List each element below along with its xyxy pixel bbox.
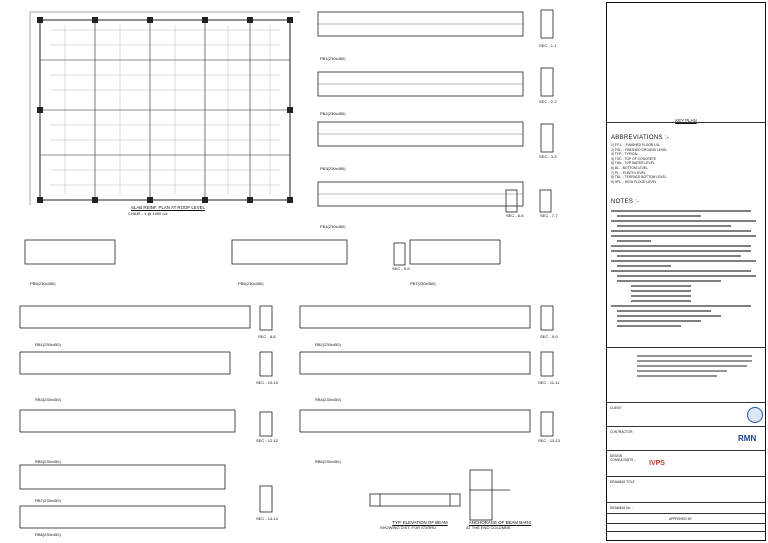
beam-title-b14: RB7(230x450): [35, 498, 61, 503]
section-label-s1: SEC - 1-1: [539, 43, 557, 48]
beam-title-b10: RB3(230x450): [35, 397, 61, 402]
beam-elevations: [19, 11, 531, 529]
abbreviation-item: 4) TOC - TOP OF CONCRETE: [611, 156, 657, 161]
section-label-s2: SEC - 2-2: [539, 99, 557, 104]
beam-title-b13: RB6(230x450): [315, 459, 341, 464]
drawing-title-label: DRAWING TITLE :: [610, 480, 635, 489]
beam-title-b2: PB2(230x450): [320, 111, 346, 116]
scale-row: [607, 532, 765, 540]
section-label-s6: SEC - 6-6: [506, 213, 524, 218]
abbreviation-item: 5) TWL - TOP WATER LEVEL: [611, 161, 655, 166]
section-label-s3: SEC - 3-3: [539, 154, 557, 159]
typ-elevation-title: TYP. ELEVATION OF BEAM: [392, 520, 448, 525]
approval-cell: APPROVED BY: [607, 514, 765, 524]
typ-elevation-subtitle: SHOWING DIST. FOR STIRRU: [380, 525, 436, 530]
section-label-s10: SEC - 10-10: [256, 380, 279, 385]
beam-title-b15: RB8(230x450): [35, 532, 61, 537]
notes-heading: NOTES :-: [611, 199, 640, 205]
consultant-cell: DESIGN CONSULTANTS : IVPS: [607, 451, 765, 477]
typical-details: [369, 469, 510, 521]
section-label-s9b: SEC - 9-9: [540, 334, 558, 339]
plan-note: CHAIR - 1 @ 1000 c/c: [128, 211, 168, 216]
abbreviations-heading: ABBREVIATIONS :-: [611, 135, 670, 141]
beam-title-b8: RB1(230x450): [35, 342, 61, 347]
beam-title-b6: PB6(230x450): [238, 281, 264, 286]
approved-by-label: APPROVED BY: [669, 517, 692, 521]
client-emblem: [747, 407, 763, 423]
beam-title-b3: PB3(230x450): [320, 166, 346, 171]
client-cell: CLIENT: [607, 403, 765, 427]
contractor-logo: RMN: [738, 434, 757, 443]
beam-title-b11: RB4(230x450): [315, 397, 341, 402]
abbreviation-item: 1) F.F.L. - FINISHED FLOOR LVL: [611, 143, 660, 147]
beam-title-b5: PB5(230x450): [30, 281, 56, 286]
consultant-logo: IVPS: [649, 460, 665, 467]
plan-title: SLAB REINF. PLAN AT ROOF LEVEL: [130, 205, 205, 210]
client-label: CLIENT: [610, 406, 622, 410]
drawing-number-cell: DRAWING No. :: [607, 503, 765, 514]
section-label-s7: SEC - 7-7: [540, 213, 558, 218]
project-cell: [607, 347, 765, 403]
contractor-label: CONTRACTOR :: [610, 430, 635, 434]
notes-text-lines: [611, 210, 756, 327]
abbreviation-item: 9) HFL. - HIGH FLOOD LEVEL: [611, 179, 657, 184]
drawing-title-cell: DRAWING TITLE :: [607, 477, 765, 503]
abbreviation-item: 3) TYP. - TYPICAL: [611, 152, 639, 157]
abbreviation-item: 6) BL. - BOTTOM LEVEL: [611, 165, 648, 170]
drawing-number-label: DRAWING No. :: [610, 506, 633, 510]
slab-reinforcement-plan: [29, 11, 300, 205]
section-label-s9: SEC - 9-9: [392, 266, 410, 271]
beam-cross-sections: [259, 9, 554, 513]
section-label-s11: SEC - 11-11: [538, 380, 560, 385]
anchorage-subtitle: AT THE END COLUMNS: [466, 525, 511, 530]
abbreviation-item: 7) PL. - PLINTH LEVEL: [611, 170, 646, 175]
abbreviation-item: 8) TBL. - TERRACE BOTTOM LEVEL: [611, 175, 667, 180]
beam-title-b1: PB1(230x450): [320, 56, 346, 61]
beam-title-b7: PB7(230x450): [410, 281, 436, 286]
beam-title-b12: RB5(230x450): [35, 459, 61, 464]
section-label-s12: SEC - 12-12: [256, 438, 279, 443]
abbreviations-list: 1) F.F.L. - FINISHED FLOOR LVL 2) FGL. -…: [611, 143, 667, 184]
title-block: KEY PLAN ABBREVIATIONS :- 1) F.F.L. - FI…: [606, 2, 766, 541]
contractor-cell: CONTRACTOR : RMN: [607, 427, 765, 451]
beam-title-b9: RB2(230x450): [315, 342, 341, 347]
beam-title-b4: PB4(230x450): [320, 224, 346, 229]
consultant-label: DESIGN CONSULTANTS :: [610, 454, 636, 463]
abbreviation-item: 2) FGL. - FINISHED GROUND LEVEL: [611, 147, 668, 152]
key-plan-label: KEY PLAN: [675, 118, 697, 123]
section-label-s13: SEC - 13-13: [538, 438, 561, 443]
section-label-s14: SEC - 14-14: [256, 516, 279, 521]
key-plan-area: KEY PLAN: [607, 3, 765, 123]
anchorage-title: ANCHORAGE OF BEAM BARS: [468, 520, 532, 525]
section-label-s8: SEC - 8-8: [258, 334, 276, 339]
signature-row: [607, 524, 765, 532]
